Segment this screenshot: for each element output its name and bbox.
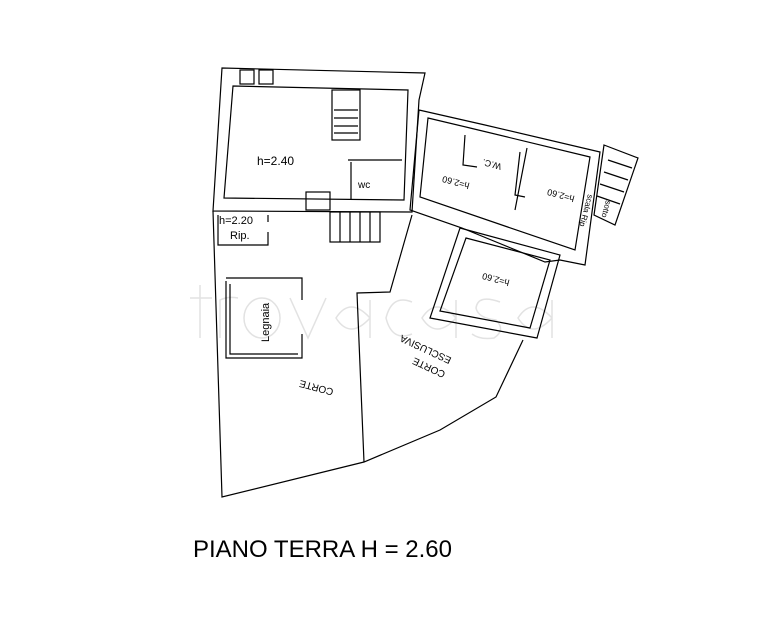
room-height-right-1: h=2.60 [441,174,470,191]
wc-right-label: W.C. [481,157,502,172]
room-height-main: h=2.40 [257,154,294,168]
main-building-walls [212,67,426,246]
corte-label: CORTE [298,377,335,397]
rip-height-label: h=2.20 [219,215,253,227]
wc-label: wc [357,180,370,191]
external-stairs [593,144,639,226]
rip-label: Rip. [230,230,250,242]
courtyard-outline [212,210,524,498]
watermark-logo [190,285,553,340]
sottoscala-label-1: sotto [599,199,612,219]
plan-title: PIANO TERRA H = 2.60 [193,536,452,563]
stairs-lower [329,211,381,243]
stairs-upper [334,109,358,134]
legnaia-label: Legnaia [260,302,272,342]
room-height-right-2: h=2.60 [546,187,575,204]
right-wing-walls [409,109,639,339]
room-height-right-3: h=2.60 [481,271,510,288]
